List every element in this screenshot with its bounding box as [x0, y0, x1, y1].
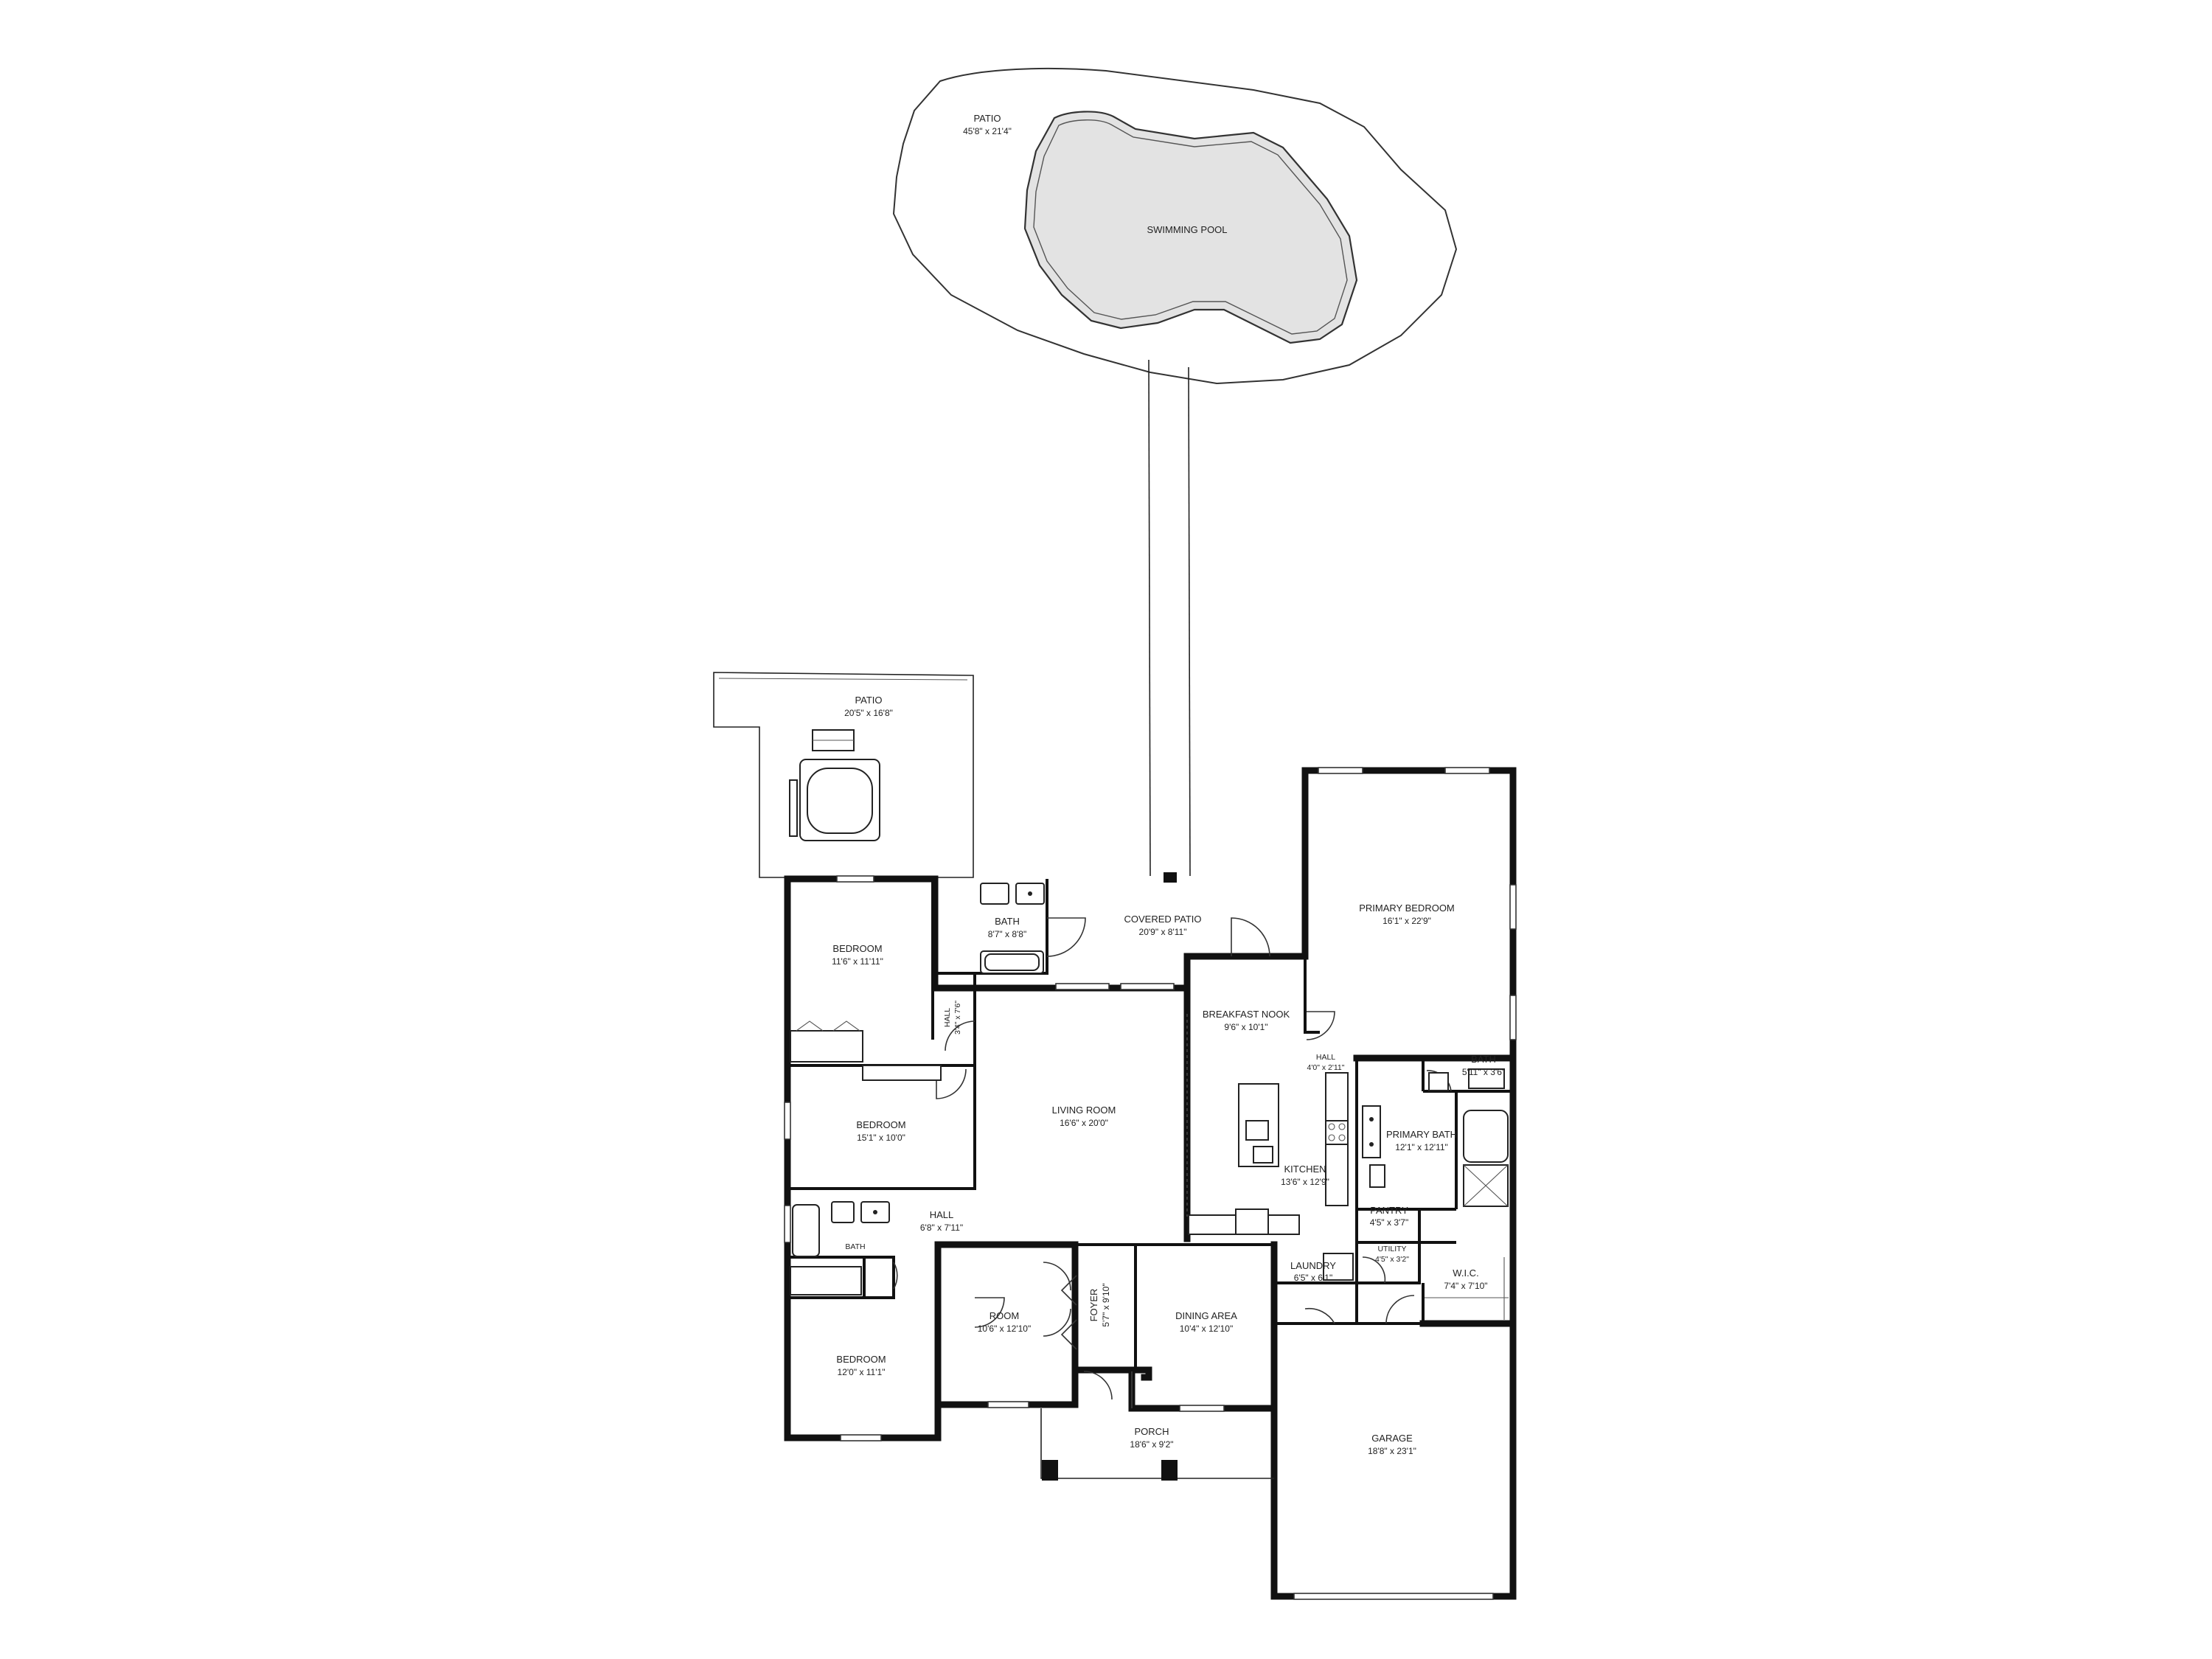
label-patio-side: PATIO: [855, 695, 882, 706]
dims-covered-patio: 20'9" x 8'11": [1139, 927, 1187, 937]
stove: [1325, 1120, 1349, 1145]
dims-wic: 7'4" x 7'10": [1444, 1281, 1487, 1291]
label-patio-pool: PATIO: [973, 113, 1001, 124]
label-hall-main: HALL: [930, 1209, 954, 1220]
dims-breakfast-nook: 9'6" x 10'1": [1224, 1022, 1267, 1032]
toilet-2: [831, 1201, 855, 1223]
dims-utility: 4'5" x 3'2": [1375, 1255, 1409, 1264]
label-hall-small: HALL: [943, 1008, 952, 1027]
dims-hall-nook: 4'0" x 2'11": [1307, 1063, 1345, 1072]
dims-living-room: 16'6" x 20'0": [1060, 1118, 1108, 1128]
label-room: ROOM: [990, 1310, 1019, 1321]
toilet: [980, 883, 1009, 905]
primary-tub: [1463, 1110, 1509, 1163]
label-primary-bedroom: PRIMARY BEDROOM: [1359, 902, 1455, 914]
windows: [784, 767, 1517, 1600]
label-bedroom-2: BEDROOM: [856, 1119, 905, 1130]
dims-hall-small: 3'4" x 7'6": [953, 1001, 962, 1034]
pool-patio-area: [892, 67, 1458, 883]
dims-patio-pool: 45'8" x 21'4": [963, 126, 1012, 136]
label-wic: W.I.C.: [1453, 1267, 1478, 1279]
label-garage: GARAGE: [1371, 1433, 1413, 1444]
house-walls: [784, 767, 1517, 1600]
label-hall-nook: HALL: [1316, 1053, 1335, 1062]
label-pantry: PANTRY: [1370, 1205, 1408, 1216]
dims-hall-main: 6'8" x 7'11": [920, 1222, 963, 1233]
dims-garage: 18'8" x 23'1": [1368, 1446, 1416, 1456]
dims-pantry: 4'5" x 3'7": [1370, 1217, 1408, 1228]
label-kitchen: KITCHEN: [1284, 1164, 1326, 1175]
label-dining-area: DINING AREA: [1175, 1310, 1237, 1321]
bathtub-2: [792, 1204, 820, 1257]
label-primary-bath: PRIMARY BATH: [1386, 1129, 1457, 1140]
label-bedroom-1: BEDROOM: [832, 943, 882, 954]
dims-bath-1: 8'7" x 8'8": [988, 929, 1026, 939]
side-patio: [713, 672, 974, 878]
dims-patio-side: 20'5" x 16'8": [844, 708, 893, 718]
label-bedroom-3: BEDROOM: [836, 1354, 886, 1365]
dims-foyer: 5'7" x 9'10": [1101, 1283, 1111, 1326]
label-foyer: FOYER: [1088, 1289, 1099, 1322]
doors: [893, 917, 1452, 1400]
dims-room: 10'6" x 12'10": [978, 1324, 1032, 1334]
label-bath-2: BATH: [845, 1242, 865, 1251]
label-living-room: LIVING ROOM: [1052, 1105, 1116, 1116]
dims-bedroom-2: 15'1" x 10'0": [857, 1133, 905, 1143]
dims-bath-primary-wc: 5'11" x 3'6": [1462, 1067, 1505, 1077]
dims-bedroom-1: 11'6" x 11'11": [832, 956, 883, 967]
room-labels: PATIO 45'8" x 21'4" SWIMMING POOL PATIO …: [832, 113, 1505, 1456]
dims-porch: 18'6" x 9'2": [1130, 1439, 1173, 1450]
dims-dining-area: 10'4" x 12'10": [1180, 1324, 1234, 1334]
label-breakfast-nook: BREAKFAST NOOK: [1203, 1009, 1290, 1020]
dims-bedroom-3: 12'0" x 11'1": [838, 1367, 886, 1377]
refrigerator: [1235, 1208, 1269, 1235]
label-swimming-pool: SWIMMING POOL: [1147, 224, 1227, 235]
dims-laundry: 6'5" x 6'1": [1294, 1273, 1332, 1283]
porch: [1040, 1371, 1274, 1481]
dims-primary-bedroom: 16'1" x 22'9": [1382, 916, 1431, 926]
label-porch: PORCH: [1135, 1426, 1169, 1437]
closet: [790, 1030, 863, 1062]
swimming-pool-water: [1023, 111, 1358, 344]
dims-primary-bath: 12'1" x 12'11": [1395, 1142, 1448, 1152]
fixtures: [790, 883, 1509, 1350]
label-bath-primary-wc: BATH: [1471, 1054, 1496, 1065]
label-utility: UTILITY: [1377, 1245, 1406, 1253]
label-bath-1: BATH: [995, 916, 1020, 927]
dims-kitchen: 13'6" x 12'9": [1281, 1177, 1329, 1187]
label-laundry: LAUNDRY: [1290, 1260, 1336, 1271]
vanity: [1362, 1105, 1381, 1158]
label-covered-patio: COVERED PATIO: [1124, 914, 1202, 925]
